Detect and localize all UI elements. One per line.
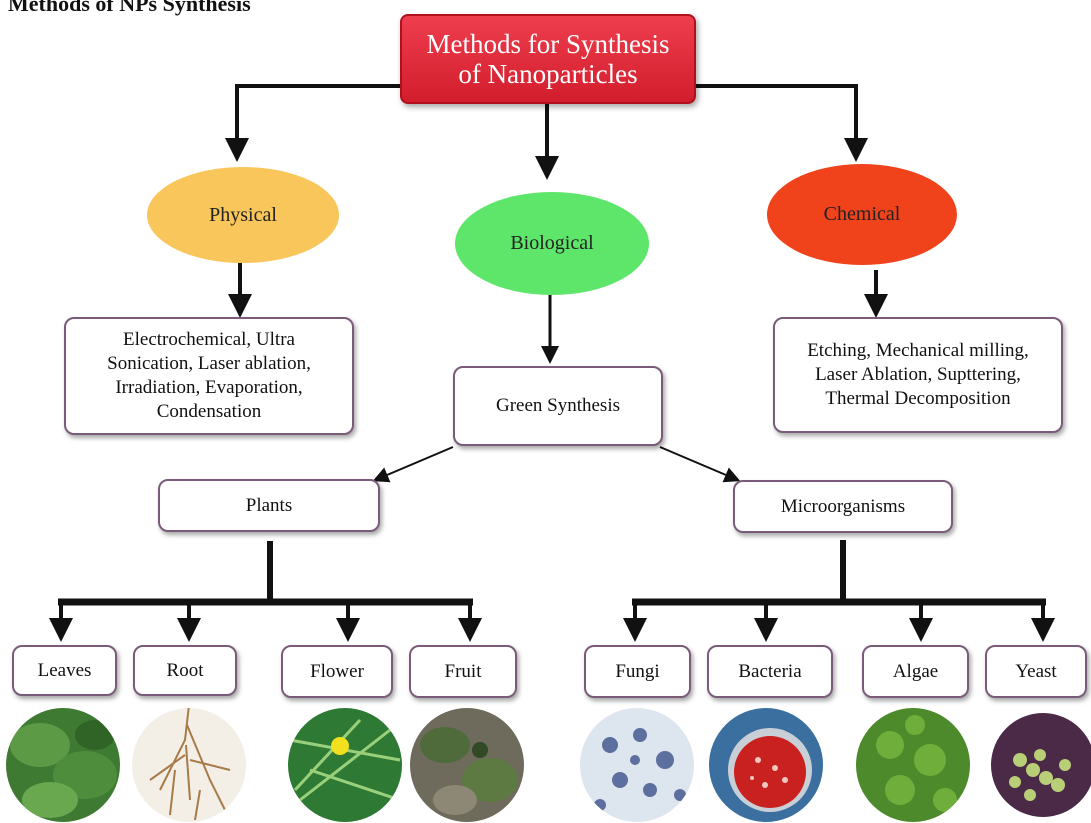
yeast-box: Yeast (985, 645, 1087, 698)
leaves-box: Leaves (12, 645, 117, 696)
chemical-methods-box: Etching, Mechanical milling, Laser Ablat… (773, 317, 1063, 433)
root-photo (132, 708, 246, 822)
arrow-title-physical (225, 84, 400, 162)
arrow-green-plants (372, 446, 454, 483)
microorganisms-box: Microorganisms (733, 480, 953, 533)
chemical-label: Chemical (823, 203, 901, 225)
flower-box: Flower (281, 645, 393, 698)
algae-box: Algae (862, 645, 969, 698)
algae-photo (856, 708, 970, 822)
physical-node: Physical (147, 167, 339, 263)
leaves-photo (6, 708, 120, 822)
fungi-box: Fungi (584, 645, 691, 698)
yeast-photo (991, 713, 1091, 817)
bacteria-photo (709, 708, 823, 822)
fruit-photo (410, 708, 524, 822)
title-box: Methods for Synthesis of Nanoparticles (400, 14, 696, 104)
biological-node: Biological (455, 192, 649, 295)
fungi-photo (580, 708, 694, 822)
physical-label: Physical (209, 203, 277, 226)
root-box: Root (133, 645, 237, 696)
green-synthesis-box: Green Synthesis (453, 366, 663, 446)
biological-label: Biological (510, 232, 594, 254)
physical-methods-box: Electrochemical, Ultra Sonication, Laser… (64, 317, 354, 435)
chemical-node: Chemical (767, 164, 957, 265)
arrow-title-chemical (692, 84, 868, 162)
plants-box: Plants (158, 479, 380, 532)
flower-photo (288, 708, 402, 822)
fruit-box: Fruit (409, 645, 517, 698)
arrow-green-micro (659, 446, 741, 483)
page-heading: Methods of NPs Synthesis (8, 0, 251, 16)
bacteria-box: Bacteria (707, 645, 833, 698)
